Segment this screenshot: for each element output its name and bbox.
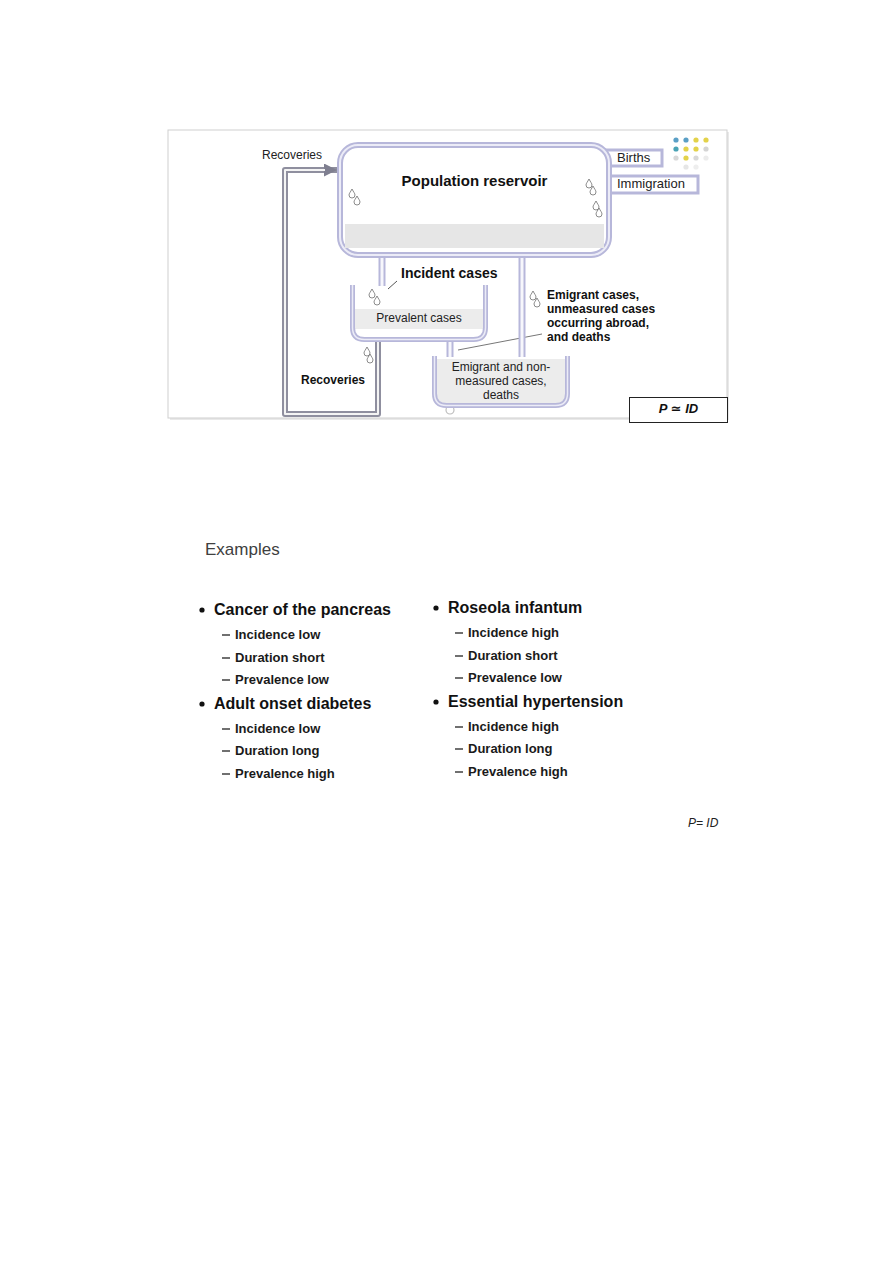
node-text: P ≃ ID (629, 402, 728, 417)
reservoir-tank: Population reservoir (337, 142, 612, 258)
dot (693, 155, 698, 160)
dot (673, 146, 678, 151)
dash-mark (222, 750, 230, 751)
dot (693, 164, 698, 169)
box-border (630, 398, 728, 423)
disease-name: Roseola infantum (448, 598, 582, 617)
bullet-dot (199, 607, 204, 612)
dash-mark (455, 771, 463, 772)
dot (693, 146, 698, 151)
disease-name: Cancer of the pancreas (214, 600, 391, 619)
section-heading: Examples (205, 540, 280, 560)
flow-label: Births (617, 150, 650, 166)
outflow-basin: Emigrant and non-measured cases, deaths (432, 356, 570, 408)
droplet (349, 189, 355, 198)
node-text: Prevalent cases (350, 312, 488, 326)
list-item: Prevalence high (468, 764, 568, 780)
immigration-pipe (598, 176, 698, 193)
dash-mark (455, 748, 463, 749)
list-item: Incidence low (235, 627, 320, 643)
dash-mark (222, 773, 230, 774)
dot (703, 137, 708, 142)
pipe-wall (379, 256, 386, 286)
dash-mark (222, 657, 230, 658)
dot (683, 146, 688, 151)
droplet (354, 196, 360, 205)
figure-frame (168, 130, 727, 418)
pipe-core (449, 340, 452, 357)
list-item: Duration short (468, 648, 558, 664)
dot (683, 137, 688, 142)
flow-label: Immigration (617, 176, 685, 192)
dot (673, 155, 678, 160)
pipe-connector (522, 256, 523, 357)
flow-label: Recoveries (300, 373, 366, 387)
tank-wall-inner (340, 145, 609, 255)
pipe-wall (519, 256, 526, 357)
bullet-dot (433, 699, 438, 704)
dot (703, 146, 708, 151)
decor-dots (673, 137, 708, 169)
droplet (374, 296, 380, 305)
leader-line (388, 281, 397, 289)
dot (693, 137, 698, 142)
list-markers (199, 605, 463, 774)
flow-label: Emigrant cases, unmeasured cases occurri… (546, 288, 668, 344)
dash-mark (455, 655, 463, 656)
tank-level (345, 224, 604, 248)
list-item: Incidence high (468, 625, 559, 641)
pipe-core (381, 256, 384, 286)
pipe-connector (382, 256, 383, 286)
tank-outline (337, 142, 612, 258)
dot (683, 155, 688, 160)
list-item: Duration long (468, 741, 553, 757)
droplet (530, 291, 536, 300)
droplet (534, 298, 540, 307)
flow-label: Incident cases (400, 265, 499, 282)
pipe-wall (447, 340, 454, 357)
dot (683, 164, 688, 169)
bullet-dot (433, 605, 438, 610)
list-item: Prevalence high (235, 766, 335, 782)
bullet-dot (199, 701, 204, 706)
dash-mark (455, 632, 463, 633)
list-item: Prevalence low (235, 672, 329, 688)
disease-name: Essential hypertension (448, 692, 623, 711)
dash-mark (455, 677, 463, 678)
droplet (367, 354, 373, 363)
flow-label: Recoveries (262, 148, 322, 162)
node-text: Population reservoir (337, 172, 612, 189)
pipe-core (521, 256, 524, 357)
formula-box: P ≃ ID (629, 397, 728, 423)
dot (673, 137, 678, 142)
disease-name: Adult onset diabetes (214, 694, 371, 713)
droplet (364, 347, 370, 356)
list-item: Prevalence low (468, 670, 562, 686)
dash-mark (455, 726, 463, 727)
list-item: Duration short (235, 650, 325, 666)
tank-wall (340, 145, 609, 255)
formula-note: P= ID (688, 816, 718, 830)
droplet (593, 201, 599, 210)
list-item: Incidence low (235, 721, 320, 737)
droplet (590, 186, 596, 195)
list-item: Incidence high (468, 719, 559, 735)
node-text: Emigrant and non-measured cases, deaths (432, 361, 570, 402)
droplet (586, 179, 592, 188)
droplet (596, 208, 602, 217)
dot (703, 155, 708, 160)
dash-mark (222, 634, 230, 635)
list-item: Duration long (235, 743, 320, 759)
dash-mark (222, 728, 230, 729)
droplet (369, 289, 375, 298)
dash-mark (222, 679, 230, 680)
pipe-connector (450, 340, 451, 357)
